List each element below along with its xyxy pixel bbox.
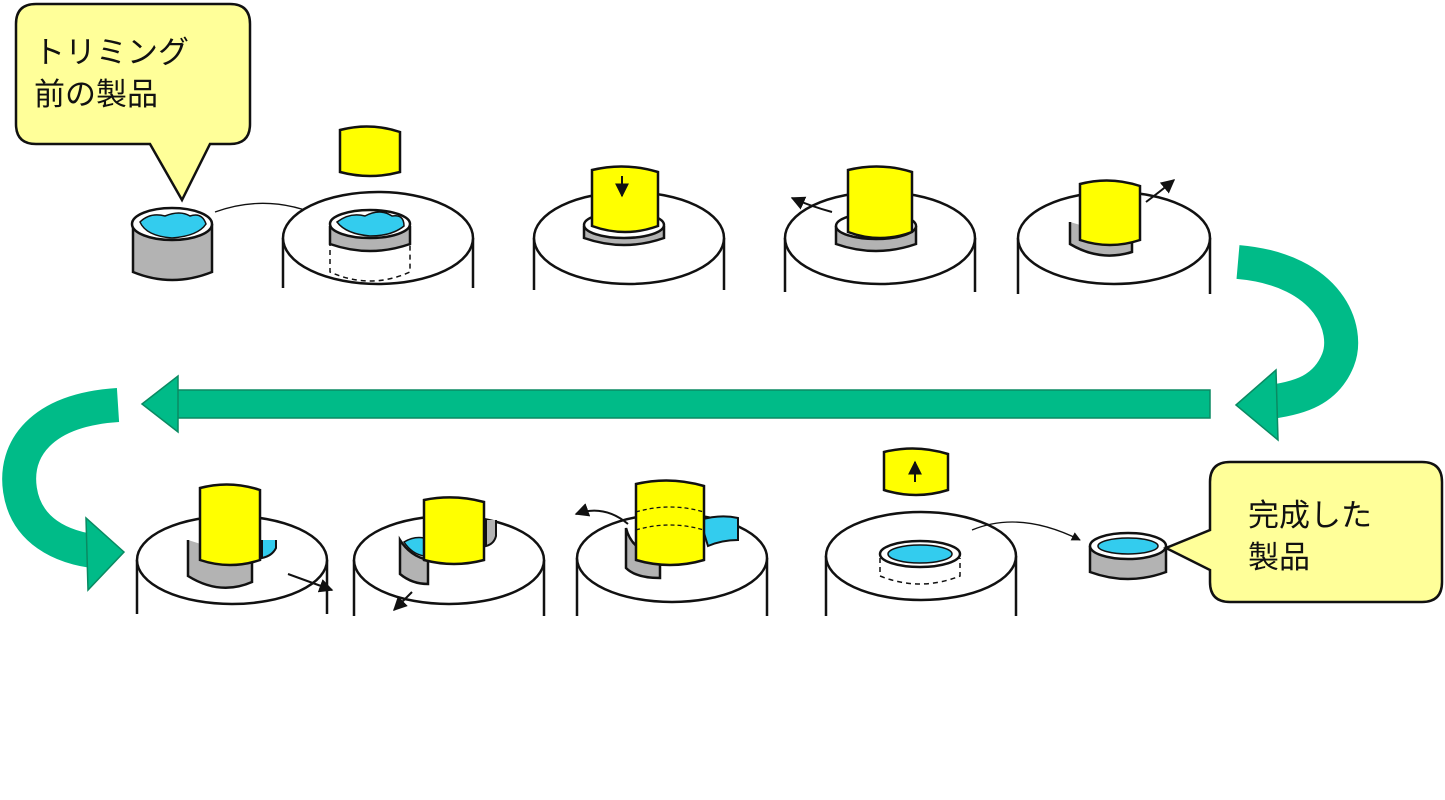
callout-before-trimming <box>14 2 252 203</box>
die-station-8 <box>824 510 1018 616</box>
die-station-2 <box>532 165 726 290</box>
callout-after-label: 完成した 製品 <box>1248 495 1372 579</box>
transfer-arrow-out <box>971 521 1081 541</box>
process-flow-arrow <box>2 245 1359 592</box>
die-station-5 <box>135 483 334 614</box>
callout-before-line1: トリミング <box>34 35 189 71</box>
callout-before-label: トリミング 前の製品 <box>34 32 189 116</box>
die-station-1 <box>281 190 475 288</box>
callout-after-line2: 製品 <box>1248 540 1310 576</box>
punch-raised-1 <box>338 125 402 178</box>
callout-finished-product <box>1162 460 1444 604</box>
die-station-7 <box>574 479 769 616</box>
callout-before-line2: 前の製品 <box>34 77 158 113</box>
untrimmed-product <box>130 206 214 282</box>
callout-after-line1: 完成した <box>1248 498 1372 534</box>
die-station-3 <box>783 165 977 292</box>
punch-raised-2 <box>882 447 950 497</box>
die-station-6 <box>352 496 546 616</box>
finished-product <box>1088 531 1168 581</box>
die-station-4 <box>1016 179 1212 294</box>
